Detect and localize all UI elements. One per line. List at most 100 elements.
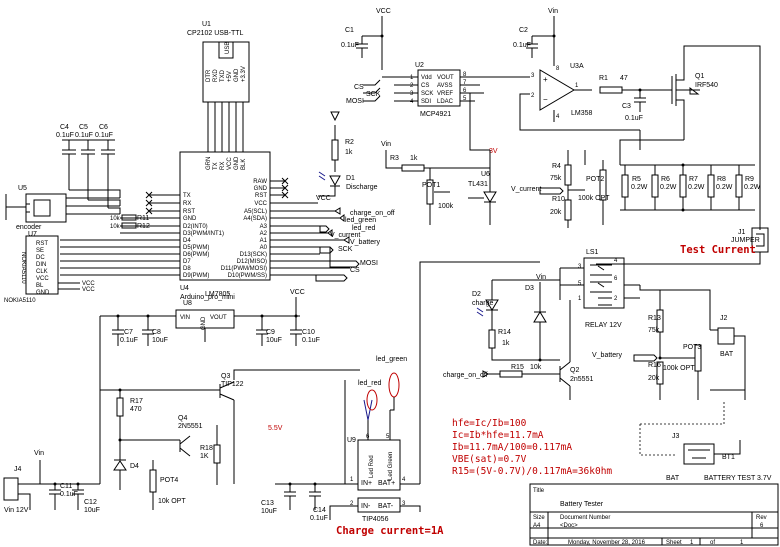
svg-text:A2: A2: [260, 231, 268, 237]
svg-text:C7: C7: [124, 329, 133, 336]
svg-text:D1: D1: [346, 175, 355, 182]
svg-text:D3: D3: [525, 285, 534, 292]
svg-text:R17: R17: [130, 398, 143, 405]
svg-text:0.1uF: 0.1uF: [56, 132, 74, 139]
svg-text:SE: SE: [36, 248, 44, 254]
u9-tp4056: U9 Led Red Led Green IN+ IN- BAT+ BAT- T…: [336, 356, 444, 537]
svg-text:Vin: Vin: [381, 141, 391, 148]
svg-text:3: 3: [402, 501, 406, 507]
svg-text:V_current: V_current: [511, 186, 541, 193]
svg-text:R8: R8: [717, 176, 726, 183]
svg-text:DTR: DTR: [206, 69, 212, 82]
svg-text:POT1: POT1: [422, 182, 440, 189]
svg-text:led_red: led_red: [352, 225, 375, 232]
svg-text:Led Green: Led Green: [388, 452, 394, 480]
svg-text:100k: 100k: [438, 203, 454, 210]
svg-text:R10: R10: [552, 196, 565, 203]
r11-r12: R11 R12 10k 10k: [110, 214, 150, 230]
junction-dots: [53, 34, 685, 486]
svg-text:0.1uF: 0.1uF: [310, 515, 328, 522]
design-notes: hfe=Ic/Ib=100 Ic=Ib*hfe=11.7mA Ib=11.7mA…: [452, 418, 612, 477]
svg-text:AVSS: AVSS: [437, 83, 453, 89]
svg-text:100k OPT: 100k OPT: [578, 195, 610, 202]
svg-text:0.2W: 0.2W: [744, 184, 761, 191]
svg-text:charge_on_off: charge_on_off: [443, 372, 488, 379]
svg-text:U7: U7: [28, 231, 37, 238]
svg-text:C3: C3: [622, 103, 631, 110]
svg-text:1k: 1k: [345, 149, 353, 156]
svg-text:D4: D4: [183, 238, 191, 244]
svg-text:C5: C5: [79, 124, 88, 131]
u1-cp2102: U1 CP2102 USB-TTL USB DTR RXD TXD +5V GN…: [187, 21, 250, 118]
svg-text:J2: J2: [720, 315, 728, 322]
svg-text:8: 8: [463, 72, 467, 78]
charge-switch: D2 charge R14 1k D3 Vin Q2 2n5551 R15 10…: [443, 274, 593, 400]
svg-text:GRN: GRN: [206, 157, 212, 170]
svg-text:VCC: VCC: [227, 157, 233, 170]
svg-text:MOSI: MOSI: [346, 98, 364, 105]
svg-text:+3.3V: +3.3V: [241, 66, 247, 82]
svg-text:R15: R15: [511, 364, 524, 371]
svg-text:R3: R3: [390, 155, 399, 162]
svg-text:VCC: VCC: [316, 195, 331, 202]
svg-text:V_battery: V_battery: [350, 239, 380, 246]
svg-text:U5: U5: [18, 185, 27, 192]
svg-text:Arduino_pro_mini: Arduino_pro_mini: [180, 294, 235, 301]
u3a-lm358: Vin C2 0.1uF U3A + − 3 2 1 8 4 LM358: [513, 8, 640, 131]
svg-text:BT1: BT1: [722, 454, 735, 461]
svg-text:BAT-: BAT-: [378, 503, 394, 510]
svg-text:4: 4: [402, 477, 406, 483]
svg-text:C12: C12: [84, 499, 97, 506]
svg-text:R4: R4: [552, 163, 561, 170]
svg-text:MCP4921: MCP4921: [420, 111, 451, 118]
svg-text:6: 6: [463, 88, 467, 94]
svg-text:DIN: DIN: [36, 262, 46, 268]
u2-mcp4921: VCC C1 0.1uF U2 Vdd CS SCK SDI VOUT AVSS…: [341, 8, 530, 155]
svg-text:POT3: POT3: [683, 344, 701, 351]
svg-text:J1: J1: [738, 229, 746, 236]
battery-connector: J3 BAT BT1 BATTERY TEST 3.7V: [639, 400, 772, 482]
svg-text:VCC: VCC: [36, 276, 49, 282]
svg-text:1k: 1k: [410, 155, 418, 162]
svg-text:2N5551: 2N5551: [178, 423, 203, 430]
svg-text:NOKIA5110: NOKIA5110: [4, 298, 36, 304]
svg-text:BAT: BAT: [720, 351, 734, 358]
svg-text:Document Number: Document Number: [560, 515, 610, 521]
svg-text:10uF: 10uF: [261, 508, 277, 515]
svg-text:Vin: Vin: [548, 8, 558, 15]
svg-text:CS: CS: [350, 267, 360, 274]
svg-text:0.2W: 0.2W: [660, 184, 677, 191]
svg-text:3: 3: [531, 73, 535, 79]
svg-text:Led Red: Led Red: [369, 455, 375, 478]
svg-text:10k: 10k: [530, 364, 542, 371]
svg-text:TX: TX: [213, 162, 219, 170]
q1-irf540: R1 47 C3 0.1uF Q1 IRF540: [599, 45, 761, 230]
svg-text:led_red: led_red: [358, 380, 381, 387]
svg-text:A1: A1: [260, 238, 268, 244]
svg-text:TL431: TL431: [468, 181, 488, 188]
svg-text:Discharge: Discharge: [346, 184, 378, 191]
svg-text:D2: D2: [472, 291, 481, 298]
svg-text:0.2W: 0.2W: [688, 184, 705, 191]
svg-text:GND: GND: [183, 216, 197, 222]
svg-text:TXD: TXD: [220, 69, 226, 82]
svg-text:RST: RST: [36, 241, 48, 247]
svg-text:2: 2: [531, 93, 535, 99]
svg-text:6: 6: [760, 523, 764, 529]
svg-text:0.2W: 0.2W: [631, 184, 648, 191]
svg-text:led_green: led_green: [376, 356, 407, 363]
svg-text:C6: C6: [99, 124, 108, 131]
svg-text:CS: CS: [354, 84, 364, 91]
svg-text:3V: 3V: [489, 148, 498, 155]
svg-text:R5: R5: [632, 176, 641, 183]
svg-text:5.5V: 5.5V: [268, 425, 283, 432]
svg-text:U8: U8: [183, 300, 192, 307]
svg-text:TX: TX: [183, 193, 191, 199]
svg-text:JUMPER: JUMPER: [731, 237, 760, 244]
svg-text:6: 6: [614, 276, 618, 282]
svg-text:Sheet: Sheet: [666, 540, 682, 546]
svg-text:10uF: 10uF: [84, 507, 100, 514]
svg-text:3: 3: [578, 264, 582, 270]
svg-text:4: 4: [614, 258, 618, 264]
